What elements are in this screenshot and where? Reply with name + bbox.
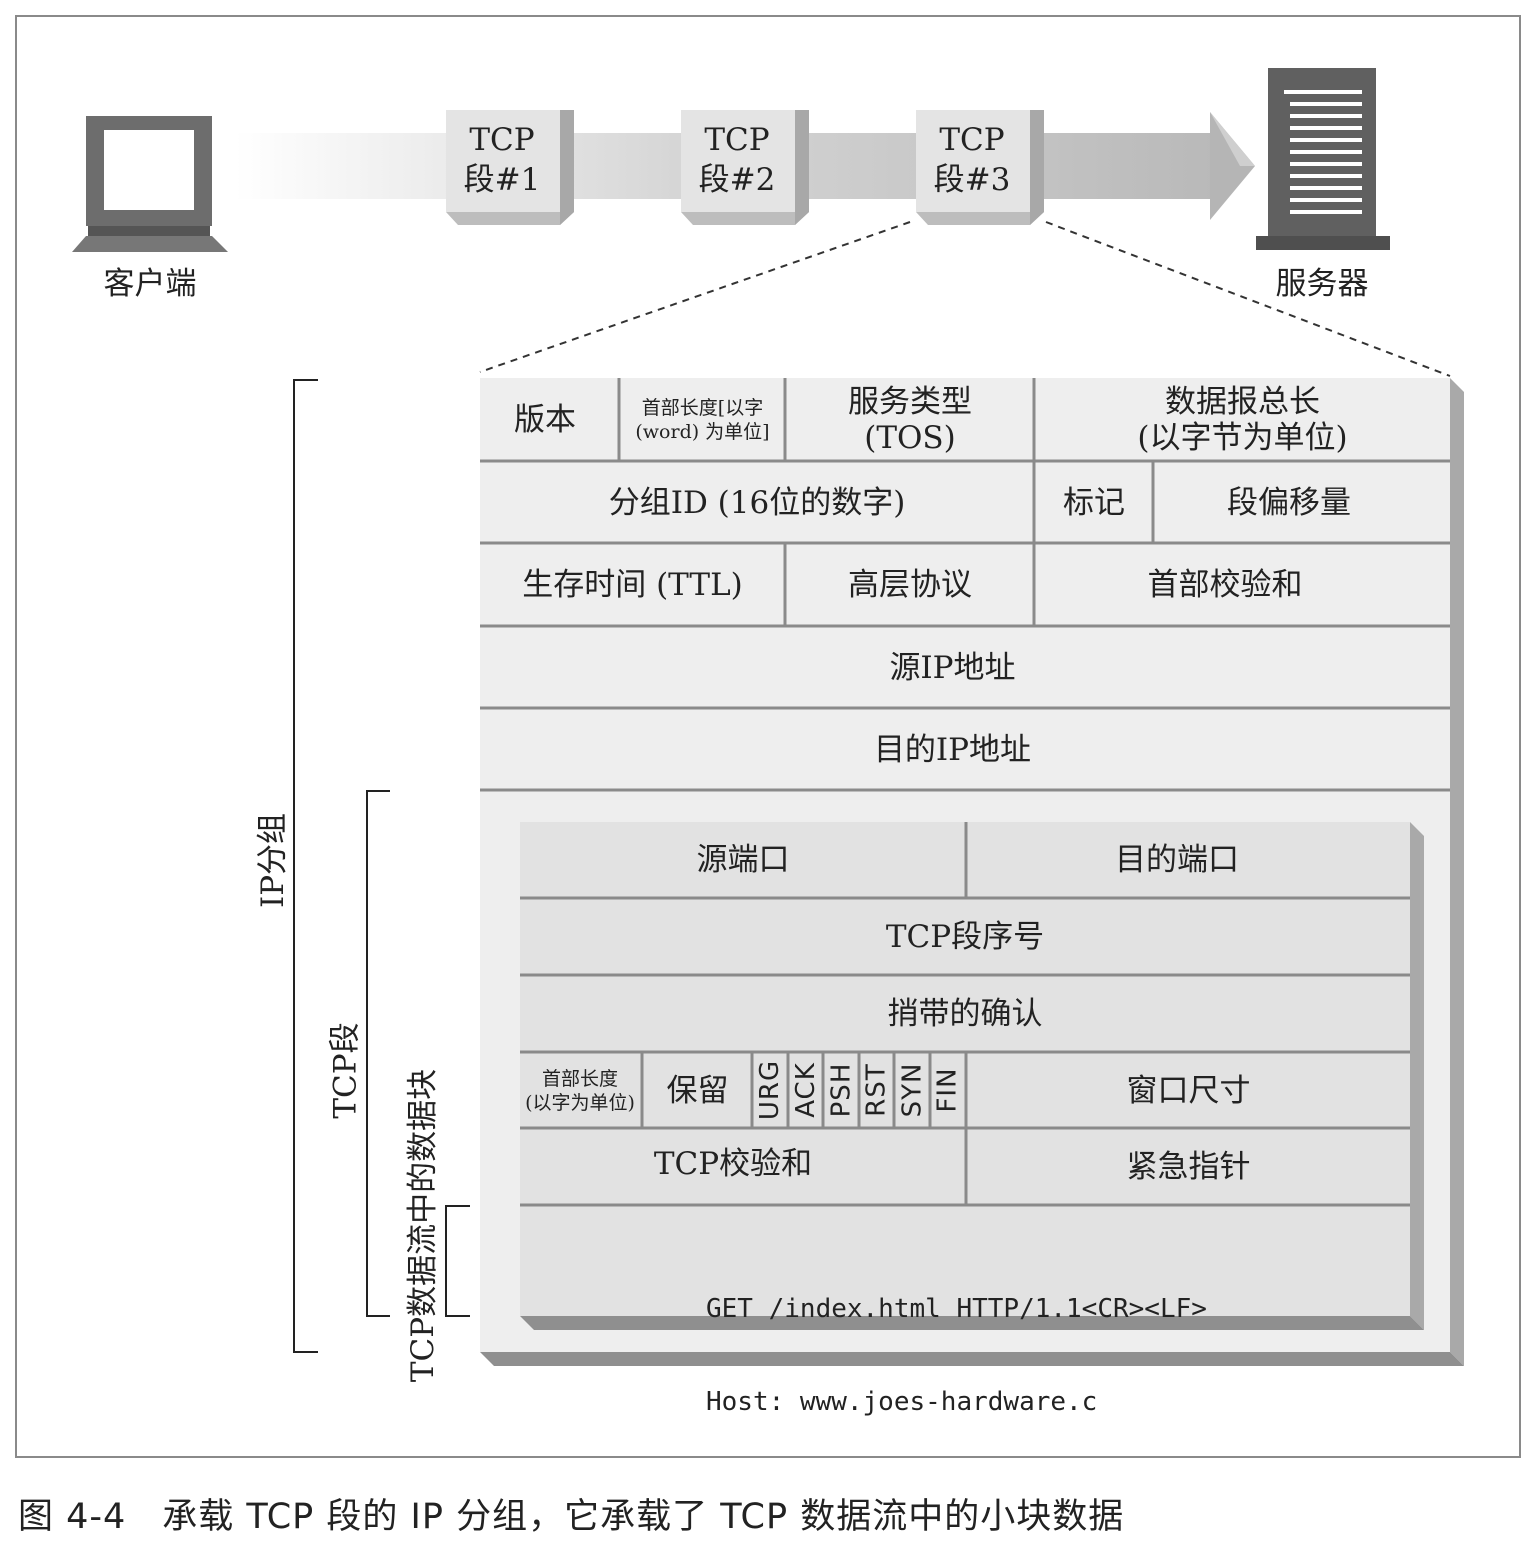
ip-tos: 服务类型 (TOS) (786, 380, 1034, 460)
tcp-window-size: 窗口尺寸 (1126, 1072, 1251, 1109)
tcp-data-line1: GET /index.html HTTP/1.1<CR><LF> (706, 1294, 1207, 1324)
client-computer-icon (72, 116, 228, 252)
ip-packet-label: IP分组 (248, 760, 292, 960)
server-icon (1256, 68, 1390, 250)
tcp-data-line2: Host: www.joes-hardware.c (706, 1387, 1098, 1417)
ip-total-length-line1: 数据报总长 (1165, 384, 1320, 420)
ip-dest-address: 目的IP地址 (873, 731, 1032, 768)
tcp-segment-2: TCP 段#2 (672, 110, 802, 210)
ip-header-length-line1: 首部长度[以字 (641, 397, 764, 419)
tcp-sequence-number: TCP段序号 (885, 919, 1045, 955)
segment-2-line1: TCP (704, 122, 770, 158)
ip-protocol: 高层协议 (848, 567, 972, 603)
ip-header-length-line2: (word) 为单位] (635, 421, 770, 443)
segment-2-line2: 段#2 (698, 162, 776, 198)
tcp-segment-label: TCP段 (320, 970, 364, 1170)
segment-1-line2: 段#1 (463, 162, 541, 198)
tcp-data-label-text: TCP数据流中的数据块 (405, 1068, 442, 1382)
flag-syn: SYN (895, 1053, 929, 1127)
ip-header-length: 首部长度[以字 (word) 为单位] (620, 380, 785, 460)
ip-total-length: 数据报总长 (以字节为单位) (1035, 380, 1450, 460)
zoom-lines (479, 221, 1451, 377)
segment-3-line2: 段#3 (933, 162, 1011, 198)
figure-caption: 图 4-4 承载 TCP 段的 IP 分组，它承载了 TCP 数据流中的小块数据 (18, 1497, 1125, 1537)
figure-frame (15, 15, 1521, 1458)
tcp-header-length-line2: (以字为单位) (525, 1091, 635, 1114)
tcp-checksum: TCP校验和 (653, 1146, 813, 1182)
flag-psh: PSH (824, 1053, 858, 1127)
ip-header-checksum: 首部校验和 (1147, 567, 1303, 603)
ip-ttl: 生存时间 (TTL) (522, 567, 743, 603)
tcp-header-length: 首部长度 (以字为单位) (518, 1053, 642, 1128)
tcp-source-port: 源端口 (696, 842, 790, 878)
flag-ack-label: ACK (791, 1062, 822, 1118)
ip-tos-line1: 服务类型 (848, 384, 972, 420)
ip-header-grid (480, 378, 1450, 792)
tcp-header-grid (520, 822, 1410, 1207)
tcp-segment-label-text: TCP段 (327, 1021, 364, 1119)
flag-rst-label: RST (862, 1063, 893, 1117)
tcp-segment-3: TCP 段#3 (907, 110, 1037, 210)
tcp-data-payload: GET /index.html HTTP/1.1<CR><LF> Host: w… (706, 1232, 1207, 1449)
flag-rst: RST (860, 1053, 894, 1127)
client-label: 客户端 (103, 265, 197, 302)
flag-urg: URG (753, 1053, 787, 1127)
brackets (293, 379, 470, 1353)
tcp-header-length-line1: 首部长度 (541, 1067, 618, 1090)
segment-1-line1: TCP (469, 122, 535, 158)
flag-fin-label: FIN (933, 1067, 964, 1113)
ip-packet-label-text: IP分组 (255, 812, 292, 908)
ip-flags: 标记 (1063, 484, 1125, 521)
flag-syn-label: SYN (897, 1062, 927, 1118)
ip-fragment-offset: 段偏移量 (1227, 484, 1351, 521)
tcp-dest-port: 目的端口 (1115, 842, 1239, 878)
tcp-data-label: TCP数据流中的数据块 (398, 1060, 442, 1390)
ip-version: 版本 (514, 402, 576, 438)
server-label: 服务器 (1275, 265, 1369, 302)
tcp-urgent-pointer: 紧急指针 (1126, 1149, 1251, 1185)
ip-source-address: 源IP地址 (889, 649, 1016, 686)
tcp-reserved: 保留 (666, 1072, 729, 1109)
flag-urg-label: URG (755, 1059, 785, 1121)
ip-tos-line2: (TOS) (864, 420, 956, 456)
flag-ack: ACK (789, 1053, 823, 1127)
tcp-ack-number: 捎带的确认 (887, 996, 1043, 1032)
ip-packet-id: 分组ID (16位的数字) (608, 484, 906, 521)
ip-total-length-line2: (以字节为单位) (1137, 420, 1348, 456)
flag-psh-label: PSH (826, 1062, 857, 1118)
tcp-segment-1: TCP 段#1 (437, 110, 567, 210)
flag-fin: FIN (931, 1053, 965, 1127)
segment-boxes (446, 110, 1044, 225)
segment-3-line1: TCP (939, 122, 1005, 158)
